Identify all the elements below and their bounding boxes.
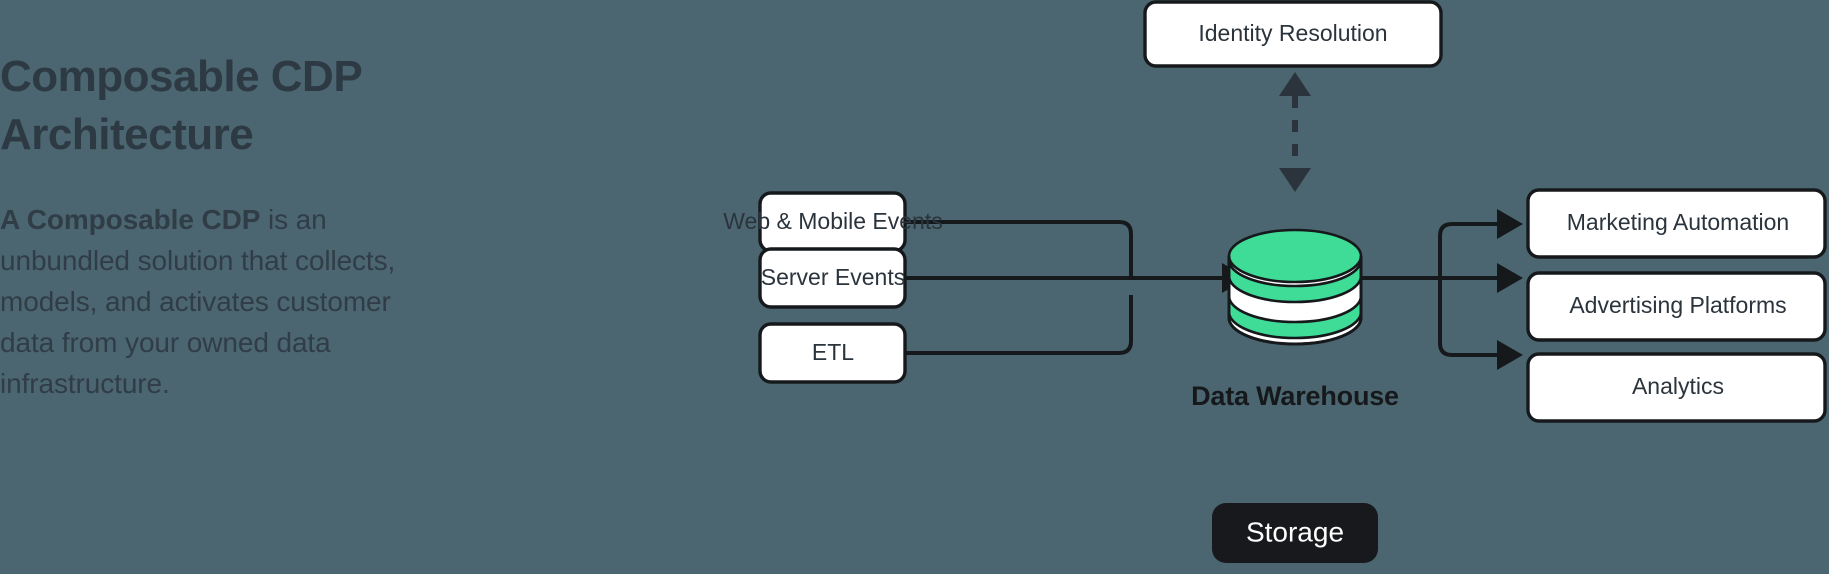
wire-web-mobile-to-warehouse (905, 220, 1133, 277)
server-events-box[interactable] (758, 247, 907, 309)
title-line-1: Composable CDP (0, 52, 363, 101)
arrowhead-marketing-automation (1497, 209, 1523, 239)
etl-box[interactable] (758, 322, 907, 384)
node-server-events[interactable]: Server Events (758, 247, 907, 309)
wire-warehouse-to-marketing-automation (1438, 222, 1497, 278)
analytics-label: Analytics (1632, 373, 1724, 399)
node-identity-resolution[interactable]: Identity Resolution (1143, 0, 1443, 68)
advertising-platforms-box[interactable] (1526, 271, 1827, 342)
arrowhead-analytics (1497, 340, 1523, 370)
identity-resolution-label: Identity Resolution (1198, 20, 1387, 46)
server-events-label: Server Events (761, 264, 905, 290)
node-etl[interactable]: ETL (758, 322, 907, 384)
intro-paragraph: A Composable CDP is an unbundled solutio… (0, 200, 430, 404)
node-marketing-automation[interactable]: Marketing Automation (1526, 188, 1827, 259)
node-web-mobile-events[interactable]: Web & Mobile Events (723, 191, 943, 253)
storage-badge[interactable]: Storage (1212, 503, 1378, 563)
web-mobile-events-label: Web & Mobile Events (723, 208, 942, 234)
cylinder-top-cap (1227, 228, 1363, 284)
storage-label: Storage (1246, 516, 1344, 547)
etl-label: ETL (812, 339, 854, 365)
node-advertising-platforms[interactable]: Advertising Platforms (1526, 271, 1827, 342)
title-line-2: Architecture (0, 110, 254, 160)
intro-copy: Composable CDP Architecture A Composable… (0, 48, 430, 405)
arrowhead-identity-down (1279, 168, 1311, 192)
marketing-automation-label: Marketing Automation (1567, 209, 1789, 235)
marketing-automation-box[interactable] (1526, 188, 1827, 259)
wire-etl-to-warehouse (905, 295, 1133, 355)
database-cylinder-icon (1227, 228, 1363, 346)
advertising-platforms-label: Advertising Platforms (1569, 292, 1786, 318)
node-analytics[interactable]: Analytics (1526, 352, 1827, 423)
data-warehouse-label: Data Warehouse (1191, 381, 1399, 411)
arrowhead-advertising-platforms (1497, 263, 1523, 293)
intro-paragraph-lead: A Composable CDP (0, 204, 261, 236)
wire-warehouse-to-analytics (1438, 278, 1497, 357)
analytics-box[interactable] (1526, 352, 1827, 423)
intro-paragraph-rest: is an unbundled solution that collects, … (0, 204, 396, 399)
page-title: Composable CDP Architecture (0, 48, 430, 164)
storage-pill[interactable] (1212, 503, 1378, 563)
arrowhead-identity-up (1279, 72, 1311, 96)
cylinder-outline (1227, 256, 1363, 346)
identity-resolution-box[interactable] (1143, 0, 1443, 68)
